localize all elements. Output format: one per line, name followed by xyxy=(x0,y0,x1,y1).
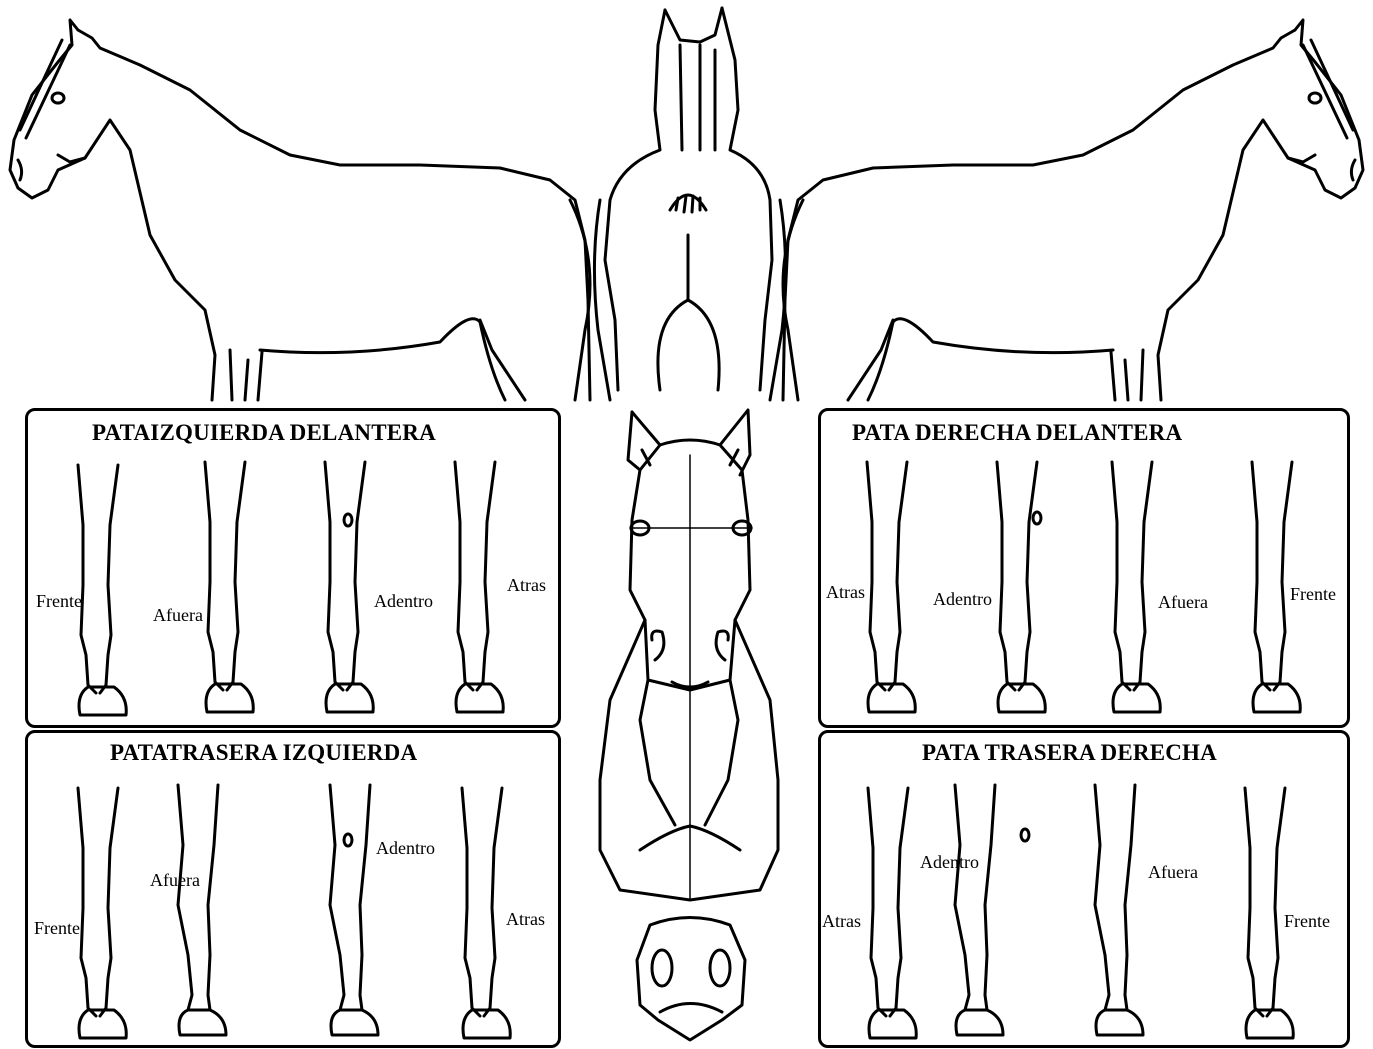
label-adentro: Adentro xyxy=(374,591,433,612)
label-afuera: Afuera xyxy=(153,605,203,626)
label-adentro: Adentro xyxy=(933,589,992,610)
horse-muzzle-view xyxy=(637,918,745,1041)
horse-left-side-view xyxy=(10,20,590,400)
label-atras: Atras xyxy=(822,911,861,932)
label-frente: Frente xyxy=(34,918,80,939)
panel-left-rear xyxy=(25,730,561,1048)
label-frente: Frente xyxy=(1284,911,1330,932)
label-atras: Atras xyxy=(826,582,865,603)
panel-title-left-front: PATAIZQUIERDA DELANTERA xyxy=(92,420,436,446)
panel-right-front xyxy=(818,408,1350,728)
panel-right-rear xyxy=(818,730,1350,1048)
horse-rear-view xyxy=(594,8,785,400)
panel-title-right-rear: PATA TRASERA DERECHA xyxy=(922,740,1217,766)
horse-right-side-view xyxy=(783,20,1363,400)
label-frente: Frente xyxy=(1290,584,1336,605)
label-adentro: Adentro xyxy=(920,852,979,873)
horse-head-front-view xyxy=(600,410,778,900)
panel-left-front xyxy=(25,408,561,728)
label-atras: Atras xyxy=(506,909,545,930)
label-frente: Frente xyxy=(36,591,82,612)
label-atras: Atras xyxy=(507,575,546,596)
label-afuera: Afuera xyxy=(1158,592,1208,613)
label-afuera: Afuera xyxy=(1148,862,1198,883)
panel-title-left-rear: PATATRASERA IZQUIERDA xyxy=(110,740,417,766)
label-adentro: Adentro xyxy=(376,838,435,859)
label-afuera: Afuera xyxy=(150,870,200,891)
panel-title-right-front: PATA DERECHA DELANTERA xyxy=(852,420,1182,446)
